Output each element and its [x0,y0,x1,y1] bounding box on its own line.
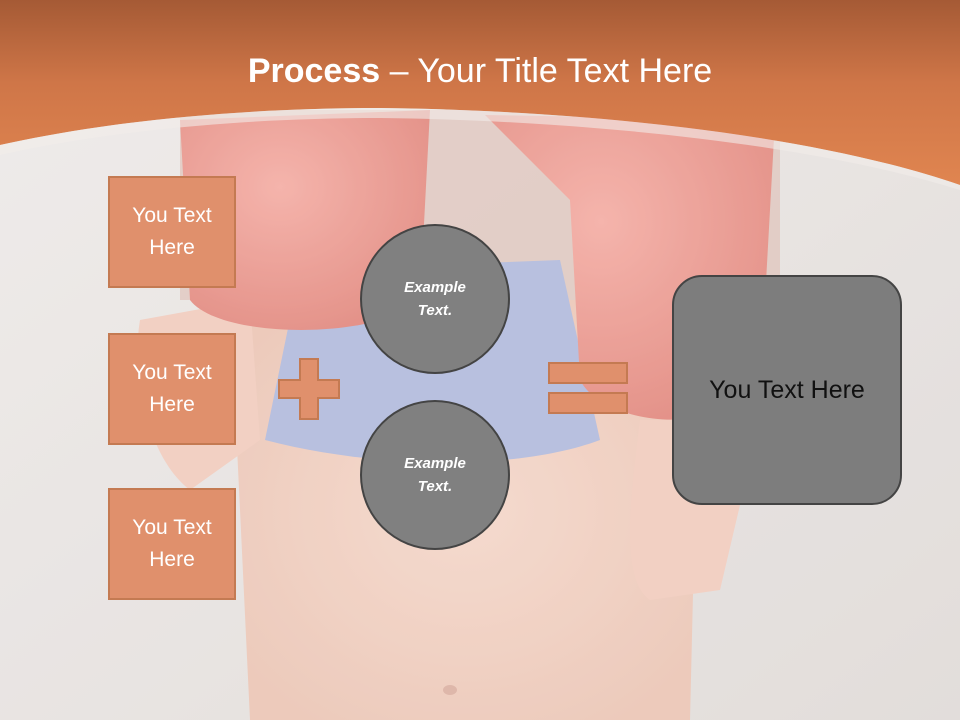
example-circle-2[interactable]: Example Text. [360,400,510,550]
title-bold: Process [247,52,381,90]
left-box-2[interactable]: You Text Here [108,333,236,445]
plus-icon [278,358,340,420]
left-box-1[interactable]: You Text Here [108,176,236,288]
equals-icon [548,362,628,414]
result-box[interactable]: You Text Here [672,275,902,505]
title-rest: – Your Title Text Here [380,52,713,90]
left-box-3[interactable]: You Text Here [108,488,236,600]
example-circle-1[interactable]: Example Text. [360,224,510,374]
header-band [0,0,960,190]
slide-title: Process – Your Title Text Here [0,52,960,91]
